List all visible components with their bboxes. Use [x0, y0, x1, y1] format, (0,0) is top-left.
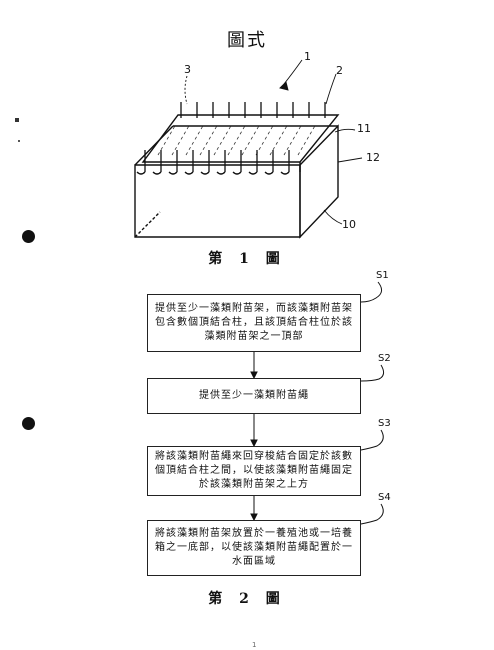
ref-label-11: 11: [357, 122, 371, 135]
step-label-s4: S4: [378, 492, 391, 503]
ref-label-10: 10: [342, 218, 356, 231]
ref-label-12: 12: [366, 151, 380, 164]
step-label-s1: S1: [376, 270, 389, 281]
frame-top-plate: [141, 114, 340, 163]
top-posts-front-row: [136, 150, 290, 175]
ref-label-2: 2: [336, 64, 343, 77]
tank-top-left-edge: [134, 125, 174, 166]
top-posts-back-row: [180, 102, 326, 118]
tank-side-face: [299, 124, 339, 239]
figure-1-caption: 第 1 圖: [208, 251, 286, 267]
step-box-s4: 將該藻類附苗架放置於一養殖池或一培養箱之一底部，以使該藻類附苗繩配置於一水面區域: [147, 520, 361, 576]
reference-leaders: [184, 59, 363, 225]
step-box-s3: 將該藻類附苗繩來回穿梭結合固定於該數個頂結合柱之間，以使該藻類附苗繩固定於該藻類…: [147, 446, 361, 496]
step-box-s2: 提供至少一藻類附苗繩: [147, 378, 361, 414]
step-label-s3: S3: [378, 418, 391, 429]
figure-2-caption: 第 2 圖: [208, 591, 286, 607]
scan-speck: [15, 118, 19, 122]
ref-label-3: 3: [184, 63, 191, 76]
page-number: 1: [252, 641, 257, 649]
binder-hole-top: [22, 230, 35, 243]
scan-speck: [18, 140, 20, 142]
binder-hole-bottom: [22, 417, 35, 430]
tank-hidden-edge: [134, 211, 161, 238]
step-label-s2: S2: [378, 353, 391, 364]
page-title: 圖式: [227, 30, 267, 51]
step-box-s1: 提供至少一藻類附苗架，而該藻類附苗架包含數個頂結合柱，且該頂結合柱位於該藻類附苗…: [147, 294, 361, 352]
ref-label-1: 1: [304, 50, 311, 63]
figure-1-drawing: [134, 59, 363, 239]
